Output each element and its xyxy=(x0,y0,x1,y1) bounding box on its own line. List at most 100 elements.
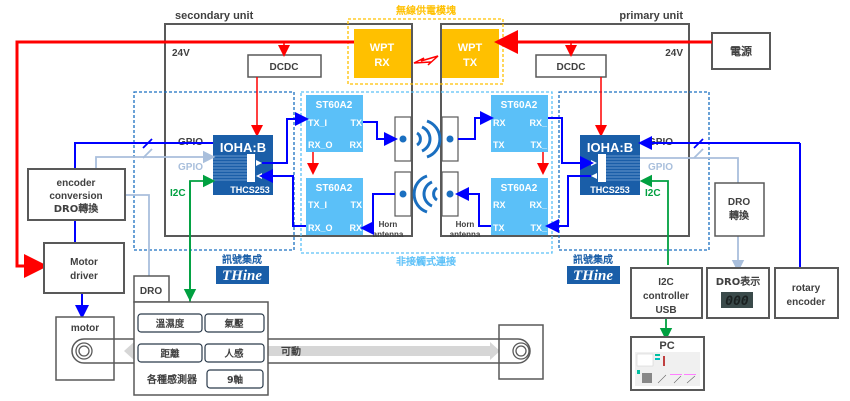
st60a2-right-top: ST60A2 RX RX_ TX TX_ xyxy=(491,95,548,152)
sensor-label: 9軸 xyxy=(227,374,244,386)
thine-group-right xyxy=(558,91,710,251)
wpt-rx-block: WPT RX xyxy=(354,29,411,78)
wpt-group-title: 無線供電模塊 xyxy=(396,4,456,17)
thine-logo-text: THine xyxy=(573,268,613,284)
sensor-item xyxy=(137,343,203,363)
wireless-wave-right-icon xyxy=(416,119,442,159)
horn-antenna-left: Horn antenna xyxy=(373,116,412,239)
dro-conversion-box: DRO 轉換 xyxy=(714,182,765,237)
seven-segment-display-icon xyxy=(721,292,753,308)
motor-box: motor xyxy=(55,316,115,381)
port-label: TX xyxy=(350,118,362,128)
wpt-tx-block: WPT TX xyxy=(442,29,499,78)
dro-tab xyxy=(133,275,170,303)
secondary-unit-title: secondary unit xyxy=(175,10,254,22)
sensor-caption: 各種感測器 xyxy=(146,373,198,386)
port-label: TX xyxy=(350,200,362,210)
dcdc-primary: DCDC xyxy=(535,54,607,78)
power-lines xyxy=(15,30,712,278)
thine-logo-right: 訊號集成 THine xyxy=(567,253,620,284)
port-label: TX xyxy=(493,223,505,233)
primary-unit-frame: primary unit 24V xyxy=(440,10,690,237)
ioha-left-title: IOHA:B xyxy=(220,140,266,155)
encoder-label: DRO轉換 xyxy=(54,202,100,215)
bus-slash-icon xyxy=(693,148,704,159)
port-label: TX xyxy=(493,140,505,150)
st60-title: ST60A2 xyxy=(316,183,353,194)
motor-driver-label: Motor xyxy=(70,257,98,268)
primary-voltage: 24V xyxy=(665,48,683,59)
sensor-item xyxy=(206,369,264,389)
wpt-rx-label-1: WPT xyxy=(370,42,395,54)
gpio-left-label-2: GPIO xyxy=(178,162,203,173)
antenna-label: Horn xyxy=(456,220,475,229)
antenna-label: antenna xyxy=(373,230,404,239)
dro-tab-label: DRO xyxy=(140,286,162,297)
rotary-encoder-box: rotary encoder xyxy=(774,267,839,319)
ioha-left-chip: IOHA:B THCS253 xyxy=(213,135,273,195)
ioha-right-part: THCS253 xyxy=(590,185,630,195)
thine-logo-left: 訊號集成 THine xyxy=(216,253,269,284)
gpio-right-label-2: GPIO xyxy=(648,162,673,173)
port-label: RX xyxy=(349,223,362,233)
st60a2-right-bottom: ST60A2 RX RX_ TX TX_ xyxy=(491,178,548,235)
wpt-rx-label-2: RX xyxy=(374,57,390,69)
bus-slash-icon xyxy=(142,138,153,149)
signal-lines xyxy=(74,111,801,319)
wpt-tx-label-1: WPT xyxy=(458,42,483,54)
secondary-unit-frame: secondary unit 24V xyxy=(164,10,413,237)
power-source-box: 電源 xyxy=(711,32,771,70)
pulley-icon xyxy=(75,342,93,360)
pc-label: PC xyxy=(659,340,674,352)
sensor-item xyxy=(137,313,203,333)
rotary-encoder-label: rotary xyxy=(792,283,821,294)
port-label: TX_I xyxy=(308,200,327,210)
sensor-item xyxy=(204,343,265,363)
i2c-controller-label: controller xyxy=(643,291,689,302)
ioha-right-title: IOHA:B xyxy=(587,140,633,155)
thine-group-left xyxy=(133,91,295,251)
dro-conversion-label: 轉換 xyxy=(729,209,750,222)
power-source-label: 電源 xyxy=(730,44,752,58)
i2c-lines xyxy=(183,174,673,341)
motor-driver-label: driver xyxy=(70,271,98,282)
encoder-label: encoder xyxy=(57,178,96,189)
i2c-controller-box: I2C controller USB xyxy=(630,267,703,319)
bus-slash-icon xyxy=(693,138,704,149)
port-label: TX_I xyxy=(308,118,327,128)
encoder-label: conversion xyxy=(49,191,102,202)
idler-box xyxy=(498,324,544,380)
wpt-tx-label-2: TX xyxy=(463,57,478,69)
antenna-label: Horn xyxy=(379,220,398,229)
i2c-left-label: I2C xyxy=(170,188,186,199)
port-label: RX_O xyxy=(308,140,333,150)
dro-display-box: DRO表示 000 xyxy=(706,267,770,319)
ioha-left-part: THCS253 xyxy=(230,185,270,195)
contactless-label: 非接觸式連接 xyxy=(396,255,456,268)
motor-driver-box: Motor driver xyxy=(43,242,125,294)
pulley-icon xyxy=(512,342,530,360)
dcdc-primary-label: DCDC xyxy=(557,62,586,73)
rotary-encoder-label: encoder xyxy=(787,297,826,308)
st60a2-left-top: ST60A2 TX_I TX RX_O RX xyxy=(306,95,363,152)
wireless-power-bolt-icon xyxy=(413,55,439,66)
i2c-right-label: I2C xyxy=(645,188,661,199)
sensor-item xyxy=(204,313,265,333)
i2c-controller-label: USB xyxy=(655,305,676,316)
sensor-label: 人感 xyxy=(224,348,244,360)
primary-unit-title: primary unit xyxy=(619,10,683,22)
port-label: RX_ xyxy=(529,118,548,128)
dro-display-title: DRO表示 xyxy=(716,275,761,288)
secondary-voltage: 24V xyxy=(172,48,190,59)
port-label: TX_ xyxy=(530,223,548,233)
port-label: RX_ xyxy=(529,200,548,210)
st60-title: ST60A2 xyxy=(501,100,538,111)
dcdc-secondary-label: DCDC xyxy=(270,62,299,73)
encoder-conversion-box: encoder conversion DRO轉換 xyxy=(27,168,126,221)
movable-label: 可動 xyxy=(281,345,301,358)
motor-label: motor xyxy=(71,323,99,334)
contactless-group xyxy=(300,91,553,254)
dcdc-secondary: DCDC xyxy=(247,54,322,78)
sensor-label: 氣壓 xyxy=(224,318,244,330)
